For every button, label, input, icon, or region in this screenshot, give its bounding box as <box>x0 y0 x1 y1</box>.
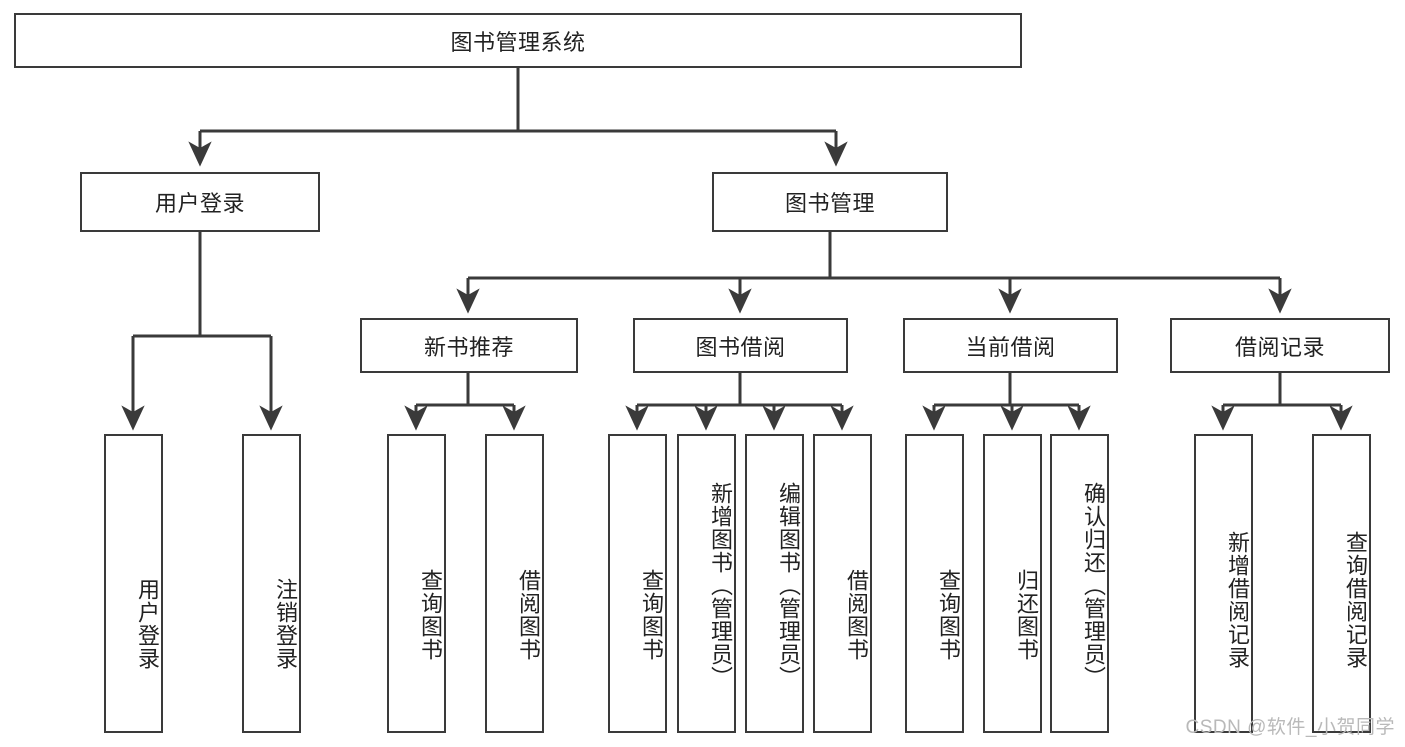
node-leaf-confirm-return-label: 确认归还（管理员） <box>1081 482 1106 689</box>
node-new-book-recommend[interactable]: 新书推荐 <box>360 318 578 373</box>
node-leaf-query-book-1-label: 查询图书 <box>418 568 443 661</box>
node-leaf-add-record[interactable]: 新增借阅记录 <box>1194 434 1253 733</box>
node-leaf-edit-book[interactable]: 编辑图书（管理员） <box>745 434 804 733</box>
node-current-borrow[interactable]: 当前借阅 <box>903 318 1118 373</box>
node-leaf-logout[interactable]: 注销登录 <box>242 434 301 733</box>
node-leaf-query-book-2[interactable]: 查询图书 <box>608 434 667 733</box>
node-leaf-user-login[interactable]: 用户登录 <box>104 434 163 733</box>
node-leaf-query-book-3[interactable]: 查询图书 <box>905 434 964 733</box>
node-book-borrow-label: 图书借阅 <box>695 334 786 360</box>
node-root-label: 图书管理系统 <box>450 29 586 55</box>
csdn-watermark: CSDN @软件_小贺同学 <box>1185 717 1395 738</box>
node-leaf-query-record-label: 查询借阅记录 <box>1343 530 1368 669</box>
node-borrow-record[interactable]: 借阅记录 <box>1170 318 1390 373</box>
node-leaf-query-book-3-label: 查询图书 <box>936 568 961 661</box>
node-user-login-label: 用户登录 <box>154 191 245 216</box>
node-leaf-logout-label: 注销登录 <box>273 577 298 670</box>
node-leaf-borrow-book-2-label: 借阅图书 <box>844 568 869 661</box>
node-leaf-return-book-label: 归还图书 <box>1014 568 1039 661</box>
node-leaf-borrow-book-1-label: 借阅图书 <box>516 568 541 661</box>
node-root[interactable]: 图书管理系统 <box>14 13 1022 68</box>
node-leaf-borrow-book-1[interactable]: 借阅图书 <box>485 434 544 733</box>
node-leaf-edit-book-label: 编辑图书（管理员） <box>776 482 801 689</box>
node-leaf-return-book[interactable]: 归还图书 <box>983 434 1042 733</box>
node-current-borrow-label: 当前借阅 <box>965 334 1056 360</box>
node-new-book-recommend-label: 新书推荐 <box>423 334 514 360</box>
node-leaf-query-book-1[interactable]: 查询图书 <box>387 434 446 733</box>
node-leaf-add-book[interactable]: 新增图书（管理员） <box>677 434 736 733</box>
node-leaf-borrow-book-2[interactable]: 借阅图书 <box>813 434 872 733</box>
node-leaf-add-record-label: 新增借阅记录 <box>1225 530 1250 669</box>
node-leaf-confirm-return[interactable]: 确认归还（管理员） <box>1050 434 1109 733</box>
node-leaf-query-book-2-label: 查询图书 <box>639 568 664 661</box>
node-leaf-query-record[interactable]: 查询借阅记录 <box>1312 434 1371 733</box>
node-leaf-add-book-label: 新增图书（管理员） <box>708 482 733 689</box>
node-book-manage[interactable]: 图书管理 <box>712 172 948 232</box>
node-book-borrow[interactable]: 图书借阅 <box>633 318 848 373</box>
node-leaf-user-login-label: 用户登录 <box>135 577 160 670</box>
node-user-login[interactable]: 用户登录 <box>80 172 320 232</box>
node-borrow-record-label: 借阅记录 <box>1234 334 1325 360</box>
node-book-manage-label: 图书管理 <box>784 191 875 216</box>
